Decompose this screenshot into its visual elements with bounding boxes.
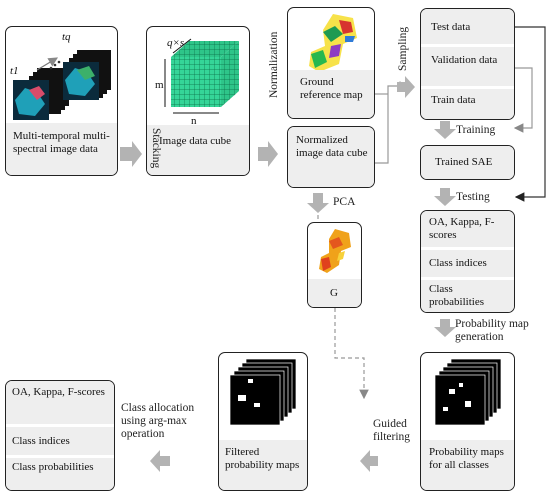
- probability-maps-stack-image: [434, 358, 502, 426]
- g-label-bg: G: [308, 279, 361, 307]
- trained-sae-bg: Trained SAE: [421, 146, 514, 179]
- results-left-divider-1: [6, 424, 114, 427]
- g-map-image: [319, 229, 351, 273]
- filtered-maps-label: Filtered probability maps: [225, 446, 300, 471]
- g-to-filtering-line: [334, 308, 369, 400]
- normalization-caption: Normalization: [268, 31, 280, 98]
- cube-n-tag: n: [191, 115, 197, 127]
- normalization-arrow: [258, 141, 278, 167]
- normalized-cube-label: Normalized image data cube: [296, 134, 368, 159]
- guided-filtering-arrow: [360, 450, 378, 472]
- probability-map-arrow: [434, 319, 456, 337]
- results-left-bg: OA, Kappa, F-scores Class indices Class …: [6, 381, 114, 490]
- trained-sae-label: Trained SAE: [435, 156, 493, 168]
- results-right-probs: Class probabilities: [429, 283, 484, 308]
- testing-arrow: [434, 188, 456, 206]
- results-right-divider-1: [421, 247, 514, 250]
- validation-to-sae-line: [513, 67, 533, 133]
- cube-icon: [164, 38, 239, 114]
- multitemporal-image-stack: [13, 50, 111, 120]
- class-allocation-arrow: [150, 450, 170, 472]
- probability-maps-label-bg: Probability maps for all classes: [421, 440, 514, 490]
- train-data-label: Train data: [431, 94, 476, 106]
- training-arrow: [434, 121, 456, 139]
- pca-caption: PCA: [333, 196, 356, 208]
- g-label: G: [330, 287, 338, 299]
- multitemporal-label: Multi-temporal multi-spectral image data: [13, 130, 110, 155]
- guided-filtering-caption: Guided filtering: [373, 418, 411, 443]
- training-caption: Training: [456, 124, 496, 136]
- cube-label-bg: Image data cube: [147, 125, 249, 175]
- g-box: G: [307, 222, 362, 308]
- samples-divider-2: [421, 86, 514, 89]
- stacking-caption: Stacking: [122, 128, 162, 168]
- probability-maps-box: Probability maps for all classes: [420, 352, 515, 491]
- results-right-bg: OA, Kappa, F-scores Class indices Class …: [421, 211, 514, 312]
- multitemporal-box: t1 tq Multi-temporal multi-spectral imag…: [5, 26, 118, 176]
- ground-reference-box: Ground reference map: [287, 7, 375, 119]
- samples-bg: Test data Validation data Train data: [421, 9, 514, 119]
- filtered-maps-label-bg: Filtered probability maps: [219, 440, 307, 490]
- test-to-results-line: [514, 26, 546, 202]
- probability-maps-label: Probability maps for all classes: [429, 446, 504, 471]
- normalized-to-samples-line: [375, 81, 410, 164]
- test-data-label: Test data: [431, 21, 471, 33]
- cube-label: Image data cube: [159, 135, 232, 147]
- samples-divider-1: [421, 44, 514, 47]
- samples-box: Test data Validation data Train data: [420, 8, 515, 120]
- cube-m-tag: m: [155, 79, 164, 91]
- sampling-caption: Sampling: [397, 26, 409, 71]
- normalized-label-bg: Normalized image data cube: [288, 127, 374, 187]
- pca-arrow: [307, 193, 329, 213]
- cube-qs-tag: q×s: [167, 37, 185, 49]
- results-right-indices: Class indices: [429, 257, 487, 269]
- validation-data-label: Validation data: [431, 54, 498, 66]
- results-left-box: OA, Kappa, F-scores Class indices Class …: [5, 380, 115, 491]
- filtered-maps-stack-image: [229, 358, 297, 426]
- ground-label-bg: Ground reference map: [288, 70, 374, 118]
- testing-caption: Testing: [456, 191, 490, 203]
- sampling-arrow: [397, 76, 415, 98]
- tq-tag: tq: [62, 31, 71, 43]
- results-left-indices: Class indices: [12, 435, 70, 447]
- ground-reference-label: Ground reference map: [300, 76, 363, 101]
- results-left-metrics: OA, Kappa, F-scores: [12, 386, 105, 398]
- trained-sae-box: Trained SAE: [420, 145, 515, 180]
- results-right-divider-2: [421, 277, 514, 280]
- stacking-arrow: [120, 141, 142, 167]
- class-allocation-caption: Class allocation using arg-max operation: [121, 402, 195, 440]
- results-right-metrics: OA, Kappa, F-scores: [429, 216, 495, 241]
- results-left-probs: Class probabilities: [12, 461, 94, 473]
- t1-tag: t1: [10, 65, 19, 77]
- filtered-maps-box: Filtered probability maps: [218, 352, 308, 491]
- results-left-divider-2: [6, 455, 114, 458]
- multitemporal-label-bg: Multi-temporal multi-spectral image data: [6, 123, 117, 175]
- ground-reference-map-image: [309, 14, 357, 72]
- probability-map-caption: Probability map generation: [455, 318, 529, 343]
- results-right-box: OA, Kappa, F-scores Class indices Class …: [420, 210, 515, 313]
- image-cube-box: q×s m n Image data cube: [146, 26, 250, 176]
- normalized-cube-box: Normalized image data cube: [287, 126, 375, 188]
